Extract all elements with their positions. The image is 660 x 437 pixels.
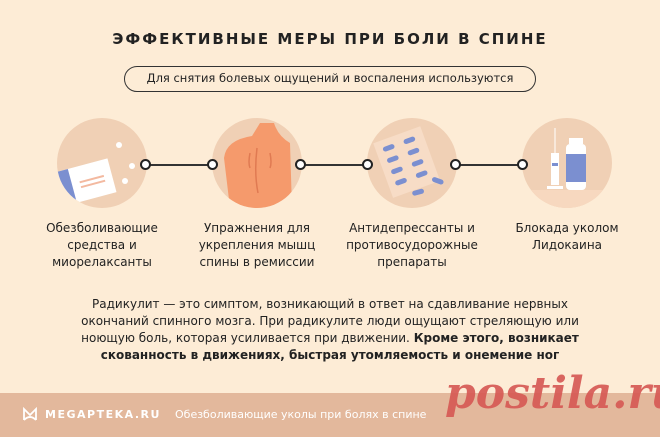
connector-node [517,159,528,170]
capsules-blister-icon [367,118,457,208]
connector-line [150,164,215,166]
back-icon [212,118,302,208]
page-title: ЭФФЕКТИВНЫЕ МЕРЫ ПРИ БОЛИ В СПИНЕ [112,30,548,48]
connector-node [207,159,218,170]
subtitle-pill: Для снятия болевых ощущений и воспаления… [124,66,536,92]
brand-name: MEGAPTEKA.RU [45,407,161,421]
step-label: Обезболивающие средства и миорелаксанты [46,221,158,269]
connector-line [305,164,370,166]
footer-text: Обезболивающие уколы при болях в спине [175,408,427,421]
step-label: Блокада уколом Лидокаина [515,221,619,252]
footer: MEGAPTEKA.RU Обезболивающие уколы при бо… [0,393,660,437]
connector-line [460,164,525,166]
connector-node [362,159,373,170]
connector-node [450,159,461,170]
watermark: postila.ru [445,368,660,419]
brand-logo[interactable]: MEGAPTEKA.RU [22,406,161,422]
description-bold-text: Кроме этого, возникает скованность в дви… [100,331,579,362]
step-label: Упражнения для укрепления мышц спины в р… [198,221,316,269]
syringe-vial-icon [522,118,612,208]
description-paragraph: Радикулит — это симптом, возникающий в о… [80,296,580,364]
description-text: Радикулит — это симптом, возникающий в о… [81,297,579,345]
brand-m-icon [23,406,37,421]
connector-node [140,159,151,170]
step-label: Антидепрессанты и противосудорожные преп… [346,221,478,269]
connector-node [295,159,306,170]
pills-box-icon [57,118,147,208]
